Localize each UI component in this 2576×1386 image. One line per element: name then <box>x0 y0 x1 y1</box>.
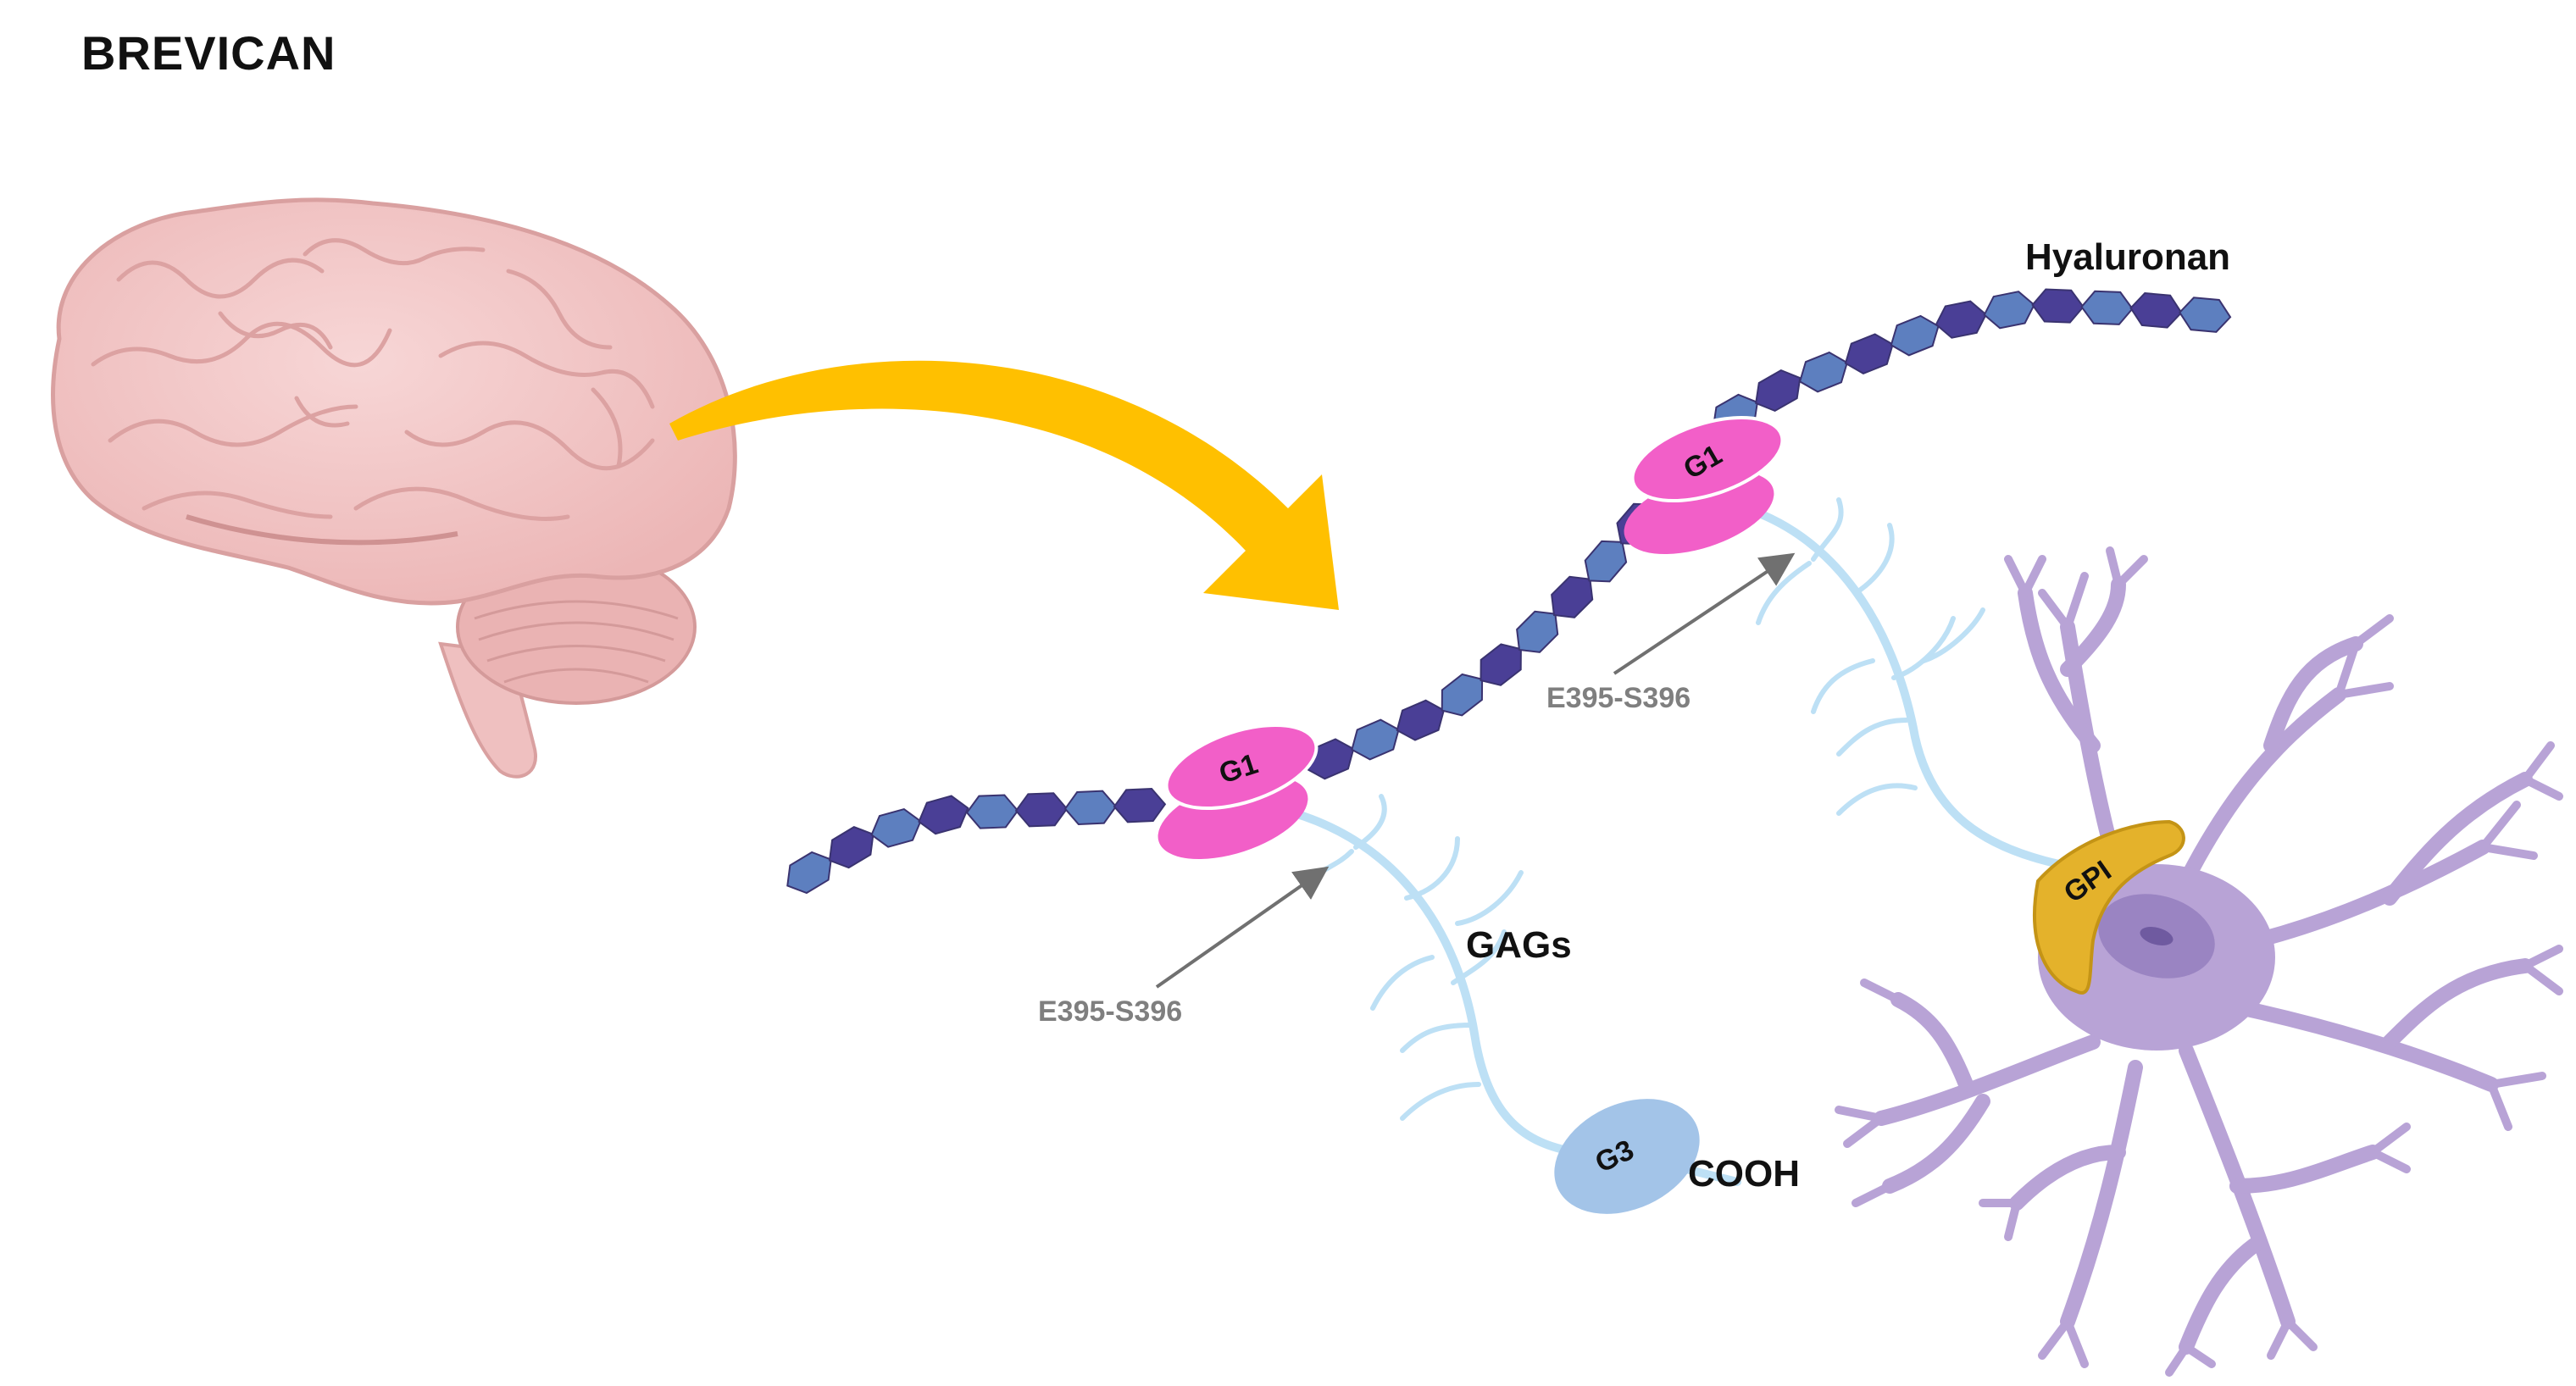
g1-domain-lower: G1 <box>1158 723 1319 860</box>
cleavage-site-label-upper: E395-S396 <box>1546 682 1690 714</box>
cleavage-arrow-upper <box>1613 552 1796 675</box>
hyaluronan-disaccharide-bead <box>1351 718 1400 761</box>
cleavage-site-label-lower: E395-S396 <box>1038 995 1182 1028</box>
gpi-anchor: GPI <box>2033 819 2185 995</box>
brevican-core-upper <box>1741 497 2063 868</box>
hyaluronan-disaccharide-bead <box>1014 792 1069 828</box>
curved-arrow-icon <box>669 360 1339 610</box>
cleavage-arrow-lower <box>1155 866 1330 989</box>
hyaluronan-disaccharide-bead <box>1935 300 1987 339</box>
hyaluronan-disaccharide-bead <box>2080 290 2134 325</box>
hyaluronan-disaccharide-bead <box>870 807 922 848</box>
hyaluronan-disaccharide-bead <box>1890 314 1940 357</box>
hyaluronan-disaccharide-bead <box>965 794 1019 829</box>
hyaluronan-disaccharide-bead <box>1063 790 1118 826</box>
g1-domain-upper: G1 <box>1624 415 1785 555</box>
hyaluronan-disaccharide-bead <box>2129 291 2183 329</box>
g3-domain: G3 <box>1554 1099 1700 1214</box>
hyaluronan-disaccharide-bead <box>918 795 969 835</box>
cooh-label: COOH <box>1688 1153 1800 1195</box>
hyaluronan-label: Hyaluronan <box>2025 236 2230 278</box>
hyaluronan-disaccharide-bead <box>1755 369 1802 413</box>
hyaluronan-disaccharide-bead <box>2031 288 2085 324</box>
brain-illustration-icon <box>51 197 737 779</box>
hyaluronan-disaccharide-bead <box>1983 291 2035 330</box>
hyaluronan-chain <box>786 288 2232 895</box>
hyaluronan-disaccharide-bead <box>1844 333 1894 374</box>
hyaluronan-disaccharide-bead <box>1798 351 1849 393</box>
hyaluronan-disaccharide-bead <box>1113 788 1167 823</box>
figure-title: BREVICAN <box>81 26 336 80</box>
astrocyte-cell-icon <box>1835 546 2563 1377</box>
hyaluronan-disaccharide-bead <box>2179 297 2232 333</box>
gags-label: GAGs <box>1466 924 1572 966</box>
